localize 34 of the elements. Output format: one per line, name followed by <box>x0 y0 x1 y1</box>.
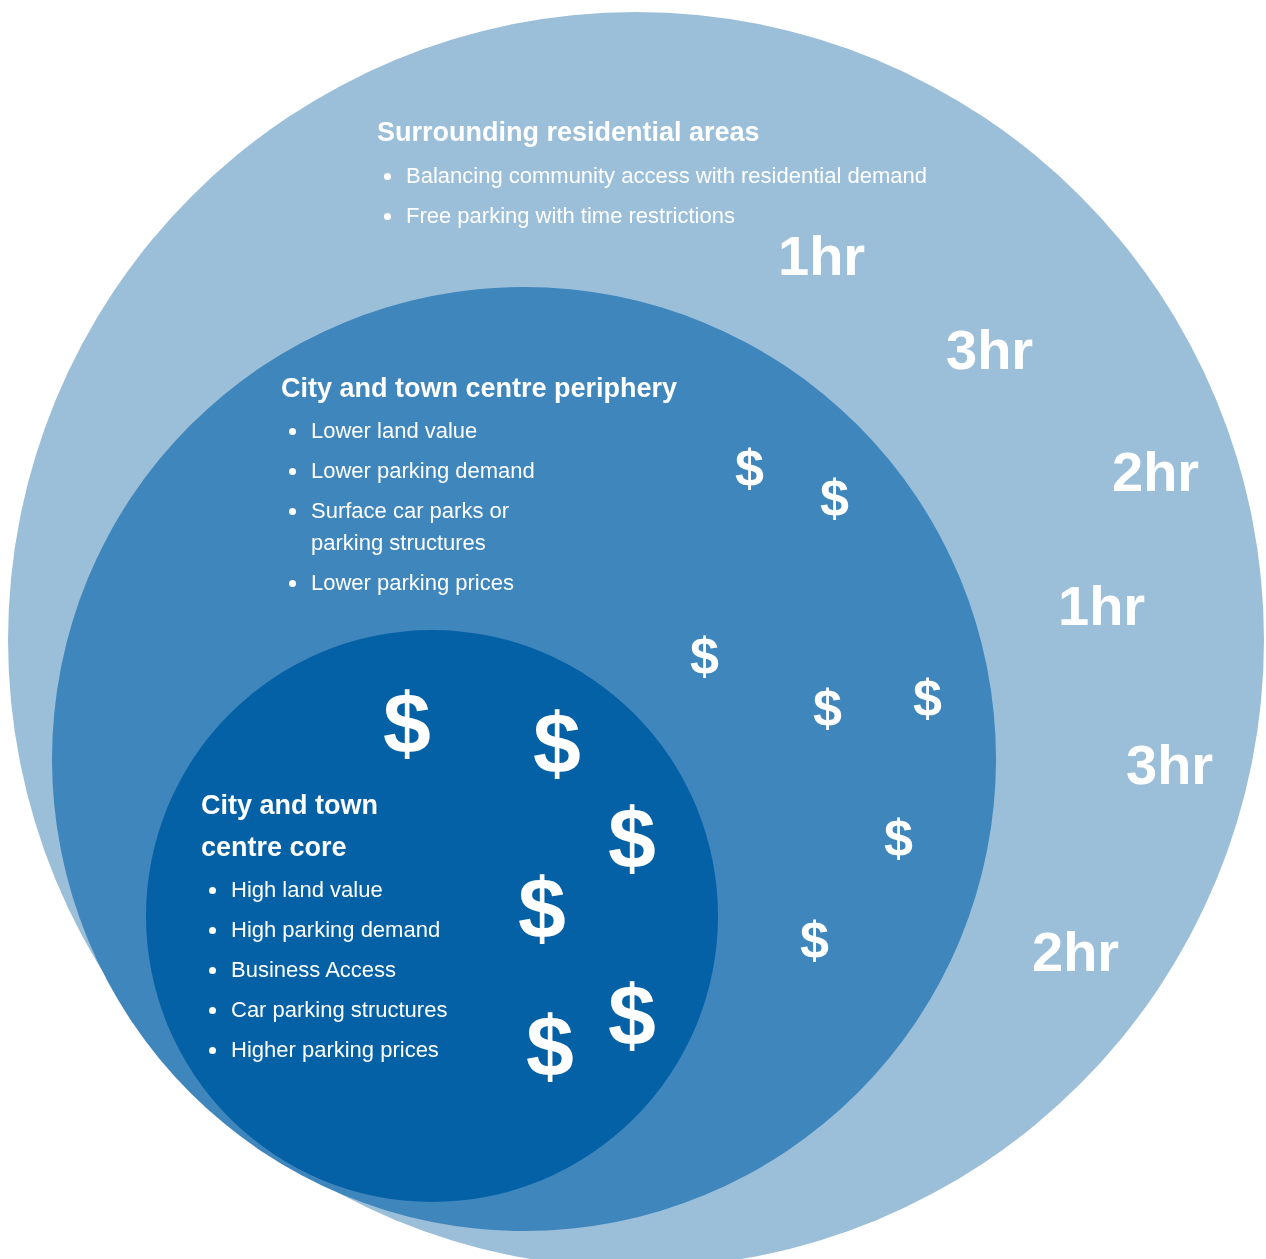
dollar-sign: $ <box>383 680 431 766</box>
time-limit-label: 2hr <box>1032 924 1120 980</box>
dollar-sign: $ <box>884 812 913 864</box>
time-limit-label: 3hr <box>1126 737 1214 793</box>
zone-heading: Surrounding residential areas <box>377 116 761 149</box>
time-limit-label: 1hr <box>1058 578 1146 634</box>
bullet-item: Lower land value <box>311 418 478 443</box>
zone-heading: City and town centre periphery <box>281 372 679 405</box>
dollar-sign: $ <box>735 442 764 494</box>
bullet-item: Business Access <box>231 957 397 982</box>
dollar-sign: $ <box>608 972 656 1058</box>
dollar-sign: $ <box>526 1003 574 1089</box>
bullet-item: Car parking structures <box>231 997 448 1022</box>
bullet-item: Higher parking prices <box>231 1037 439 1062</box>
dollar-sign: $ <box>533 700 581 786</box>
dollar-sign: $ <box>913 672 942 724</box>
bullet-item: Balancing community access with residential demand <box>406 163 927 188</box>
dollar-sign: $ <box>813 682 842 734</box>
dollar-sign: $ <box>608 795 656 881</box>
zone-circle <box>146 630 718 1202</box>
time-limit-label: 2hr <box>1112 444 1200 500</box>
bullet-item: Lower parking demand <box>311 458 535 483</box>
time-limit-label: 1hr <box>778 228 866 284</box>
bullet-item: High parking demand <box>231 917 441 942</box>
bullet-item: Free parking with time restrictions <box>406 203 735 228</box>
bullet-item: Surface car parks or parking structures <box>311 498 510 555</box>
dollar-sign: $ <box>518 865 566 951</box>
dollar-sign: $ <box>820 472 849 524</box>
dollar-sign: $ <box>690 630 719 682</box>
zone-heading: City and town centre core <box>201 789 379 864</box>
bullet-item: Lower parking prices <box>311 570 514 595</box>
bullet-item: High land value <box>231 877 383 902</box>
time-limit-label: 3hr <box>946 322 1034 378</box>
dollar-sign: $ <box>800 914 829 966</box>
